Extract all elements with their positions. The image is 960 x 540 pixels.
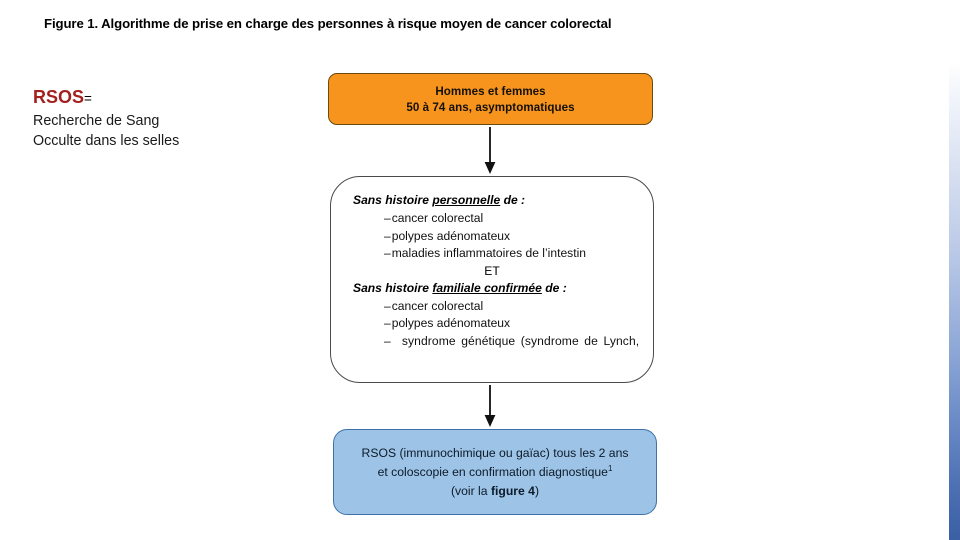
criteria-family-item-3-word-3: (syndrome (520, 333, 579, 348)
recommendation-line-2: et coloscopie en confirmation diagnostiq… (378, 464, 613, 479)
list-dash-icon: – (384, 228, 391, 243)
recommendation-figure-reference: figure 4 (490, 483, 535, 498)
criteria-family-item-1-label: cancer colorectal (391, 298, 484, 313)
population-line-1: Hommes et femmes (435, 84, 546, 98)
criteria-personal-item-3: –maladies inflammatoires de l’intestin (353, 246, 631, 260)
list-dash-icon: – (384, 333, 391, 348)
list-dash-icon: – (384, 246, 391, 260)
flowchart-node-criteria: Sans histoire personnelle de : –cancer c… (330, 176, 654, 383)
list-dash-icon: – (384, 316, 391, 330)
criteria-connector-et: ET (484, 263, 500, 278)
flowchart-node-recommendation: RSOS (immunochimique ou gaïac) tous les … (333, 429, 657, 515)
criteria-family-item-3-word-1: syndrome (401, 333, 456, 348)
criteria-family-item-2: –polypes adénomateux (353, 316, 631, 330)
criteria-family-item-3-word-2: génétique (461, 333, 516, 348)
recommendation-line-3-suffix: ) (534, 483, 540, 498)
legend-block: RSOS= Recherche de Sang Occulte dans les… (33, 84, 253, 152)
criteria-family-item-1: –cancer colorectal (353, 299, 631, 313)
recommendation-line-3-prefix: (voir la (450, 483, 491, 498)
decorative-edge-band (949, 0, 960, 540)
criteria-personal-item-3-label: maladies inflammatoires de l’intestin (391, 246, 586, 260)
recommendation-line-2-text: et coloscopie en confirmation diagnostiq… (377, 465, 608, 480)
abbreviation-definition-line-1: Recherche de Sang (33, 112, 160, 129)
recommendation-line-3: (voir la figure 4) (451, 484, 539, 498)
arrow-population-to-criteria (484, 127, 496, 174)
criteria-heading-personal-prefix: Sans histoire (353, 193, 433, 207)
abbreviation-definition-line-2: Occulte dans les selles (33, 133, 180, 150)
criteria-heading-family: Sans histoire familiale confirmée de : (353, 281, 631, 295)
criteria-heading-family-underlined: familiale confirmée (432, 280, 542, 295)
criteria-heading-personal: Sans histoire personnelle de : (353, 193, 631, 207)
criteria-personal-item-1: –cancer colorectal (353, 211, 631, 225)
abbreviation-term: RSOS (33, 87, 85, 107)
criteria-heading-family-suffix: de : (541, 280, 567, 295)
list-dash-icon: – (384, 211, 391, 225)
criteria-personal-item-2-label: polypes adénomateux (391, 228, 511, 243)
criteria-family-item-3: –syndrome génétique (syndrome de Lynch, (353, 333, 639, 348)
criteria-heading-personal-suffix: de : (500, 193, 526, 207)
abbreviation-line: RSOS= (33, 84, 253, 111)
criteria-heading-family-prefix: Sans histoire (353, 280, 433, 295)
criteria-heading-personal-underlined: personnelle (432, 193, 501, 207)
population-line-2: 50 à 74 ans, asymptomatiques (406, 100, 575, 114)
recommendation-footnote-marker: 1 (607, 464, 613, 474)
list-dash-icon: – (384, 298, 391, 313)
recommendation-line-1: RSOS (immunochimique ou gaïac) tous les … (361, 446, 629, 461)
criteria-personal-item-1-label: cancer colorectal (391, 211, 484, 225)
page-title: Figure 1. Algorithme de prise en charge … (44, 16, 612, 31)
abbreviation-equals-sign: = (84, 91, 92, 106)
criteria-personal-item-2: –polypes adénomateux (353, 229, 631, 243)
arrow-criteria-to-recommendation (484, 385, 496, 427)
criteria-family-item-3-word-4: de (584, 333, 598, 348)
criteria-family-item-3-word-5: Lynch, (603, 333, 640, 348)
flowchart-node-population: Hommes et femmes 50 à 74 ans, asymptomat… (328, 73, 653, 125)
criteria-family-item-2-label: polypes adénomateux (391, 316, 511, 330)
